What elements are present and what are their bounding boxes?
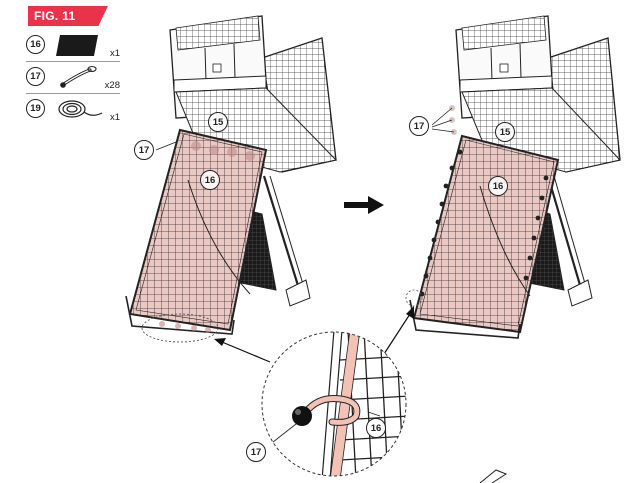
callout-tie-detail: 17 [246, 442, 266, 462]
part-quantity: x1 [109, 48, 120, 59]
part-row-16: 16 x1 [26, 30, 120, 62]
callout-net-right: 16 [488, 176, 508, 196]
figure-label-banner: FIG. 11 [28, 6, 108, 26]
left-assembly [125, 15, 337, 343]
detail-pointer-arrows [214, 306, 414, 363]
callout-tie-right: 17 [409, 116, 429, 136]
next-figure-edge [479, 469, 508, 483]
edge-ties [419, 149, 549, 297]
part-row-19: 19 x1 [26, 94, 120, 125]
callout-net-detail: 16 [366, 418, 386, 438]
part-row-17: 17 x28 [26, 62, 120, 94]
callout-frame-right: 15 [495, 122, 515, 142]
bungee-tie-icon [60, 65, 97, 88]
callout-net-left: 16 [200, 170, 220, 190]
step-arrow-icon [344, 196, 384, 214]
top-ties [191, 141, 255, 161]
part-quantity: x28 [104, 80, 120, 91]
parts-list: 16 x1 17 x28 19 x1 [26, 30, 120, 125]
part-number: 16 [26, 35, 45, 54]
part-number: 17 [26, 67, 45, 86]
detail-zoom-circle [261, 331, 407, 477]
part-quantity: x1 [109, 112, 120, 123]
part-number: 19 [26, 99, 45, 118]
callout-frame-left: 15 [208, 112, 228, 132]
callout-tie-left: 17 [134, 140, 154, 160]
right-assembly [405, 15, 621, 339]
rope-coil-icon [58, 100, 103, 118]
figure-label: FIG. 11 [34, 9, 76, 23]
net-panel-icon [56, 35, 98, 56]
